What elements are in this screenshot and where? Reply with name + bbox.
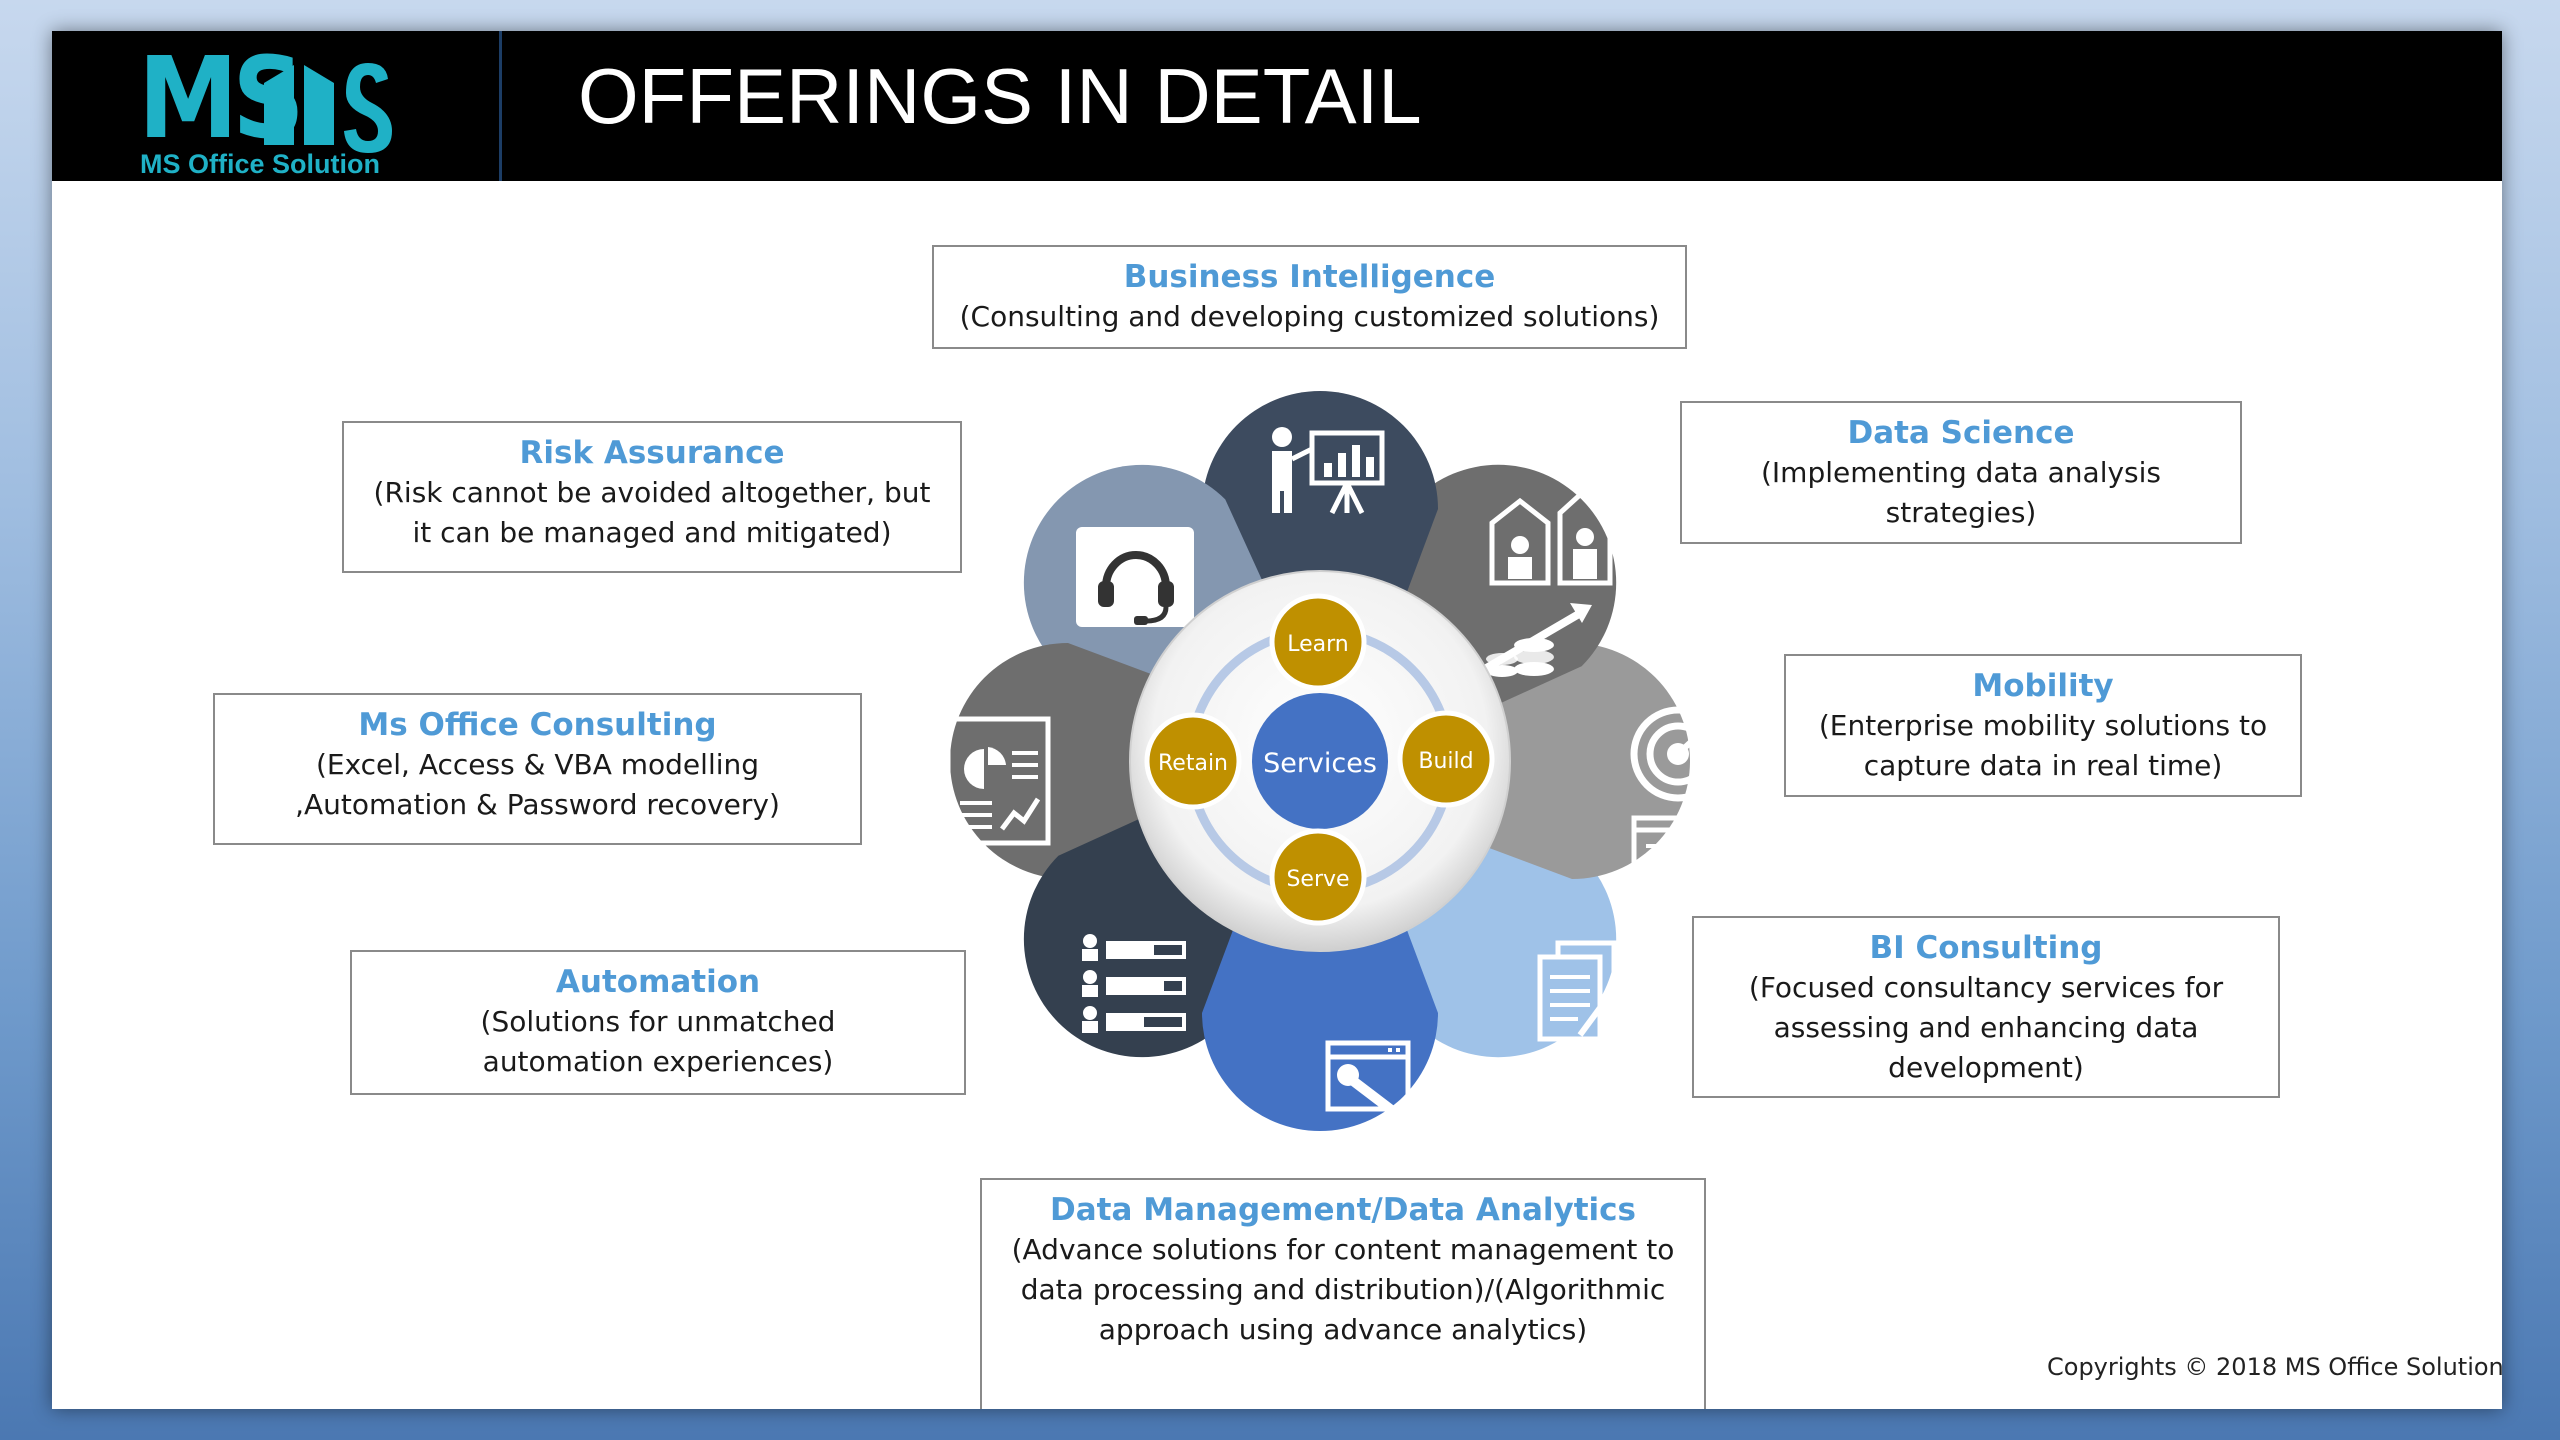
target-icon: [1630, 706, 1737, 883]
growth-houses-icon: [1475, 489, 1613, 677]
offering-title: Risk Assurance: [519, 435, 785, 471]
offering-automation: Automation (Solutions for unmatched auto…: [350, 950, 966, 1095]
offerings-diagram: Services Learn Build Serve Retain: [945, 391, 1737, 1131]
services-label: Services: [1263, 748, 1377, 779]
offering-description: (Advance solutions for content managemen…: [1011, 1233, 1675, 1346]
offering-bi-consulting: BI Consulting (Focused consultancy servi…: [1692, 916, 2280, 1098]
offering-description: (Enterprise mobility solutions to captur…: [1818, 709, 2268, 782]
user-list-icon: [1082, 934, 1186, 1033]
logo: MS MS Office Solution: [138, 39, 394, 179]
offering-data-management: Data Management/Data Analytics (Advance …: [980, 1178, 1706, 1409]
offering-mobility: Mobility (Enterprise mobility solutions …: [1784, 654, 2302, 797]
offering-title: Data Management/Data Analytics: [1050, 1192, 1636, 1228]
offering-data-science: Data Science (Implementing data analysis…: [1680, 401, 2242, 544]
offering-ms-office-consulting: Ms Office Consulting (Excel, Access & VB…: [213, 693, 862, 845]
offering-risk-assurance: Risk Assurance (Risk cannot be avoided a…: [342, 421, 962, 573]
node-learn: Learn: [1269, 593, 1367, 691]
offering-description: (Excel, Access & VBA modelling ,Automati…: [295, 748, 780, 821]
logo-cube-icon: [264, 63, 392, 153]
logo-subtitle: MS Office Solution: [140, 149, 380, 179]
node-serve-label: Serve: [1286, 867, 1349, 892]
node-build: Build: [1397, 710, 1495, 808]
offering-description: (Risk cannot be avoided altogether, but …: [373, 476, 931, 549]
offering-title: Automation: [555, 964, 761, 1000]
header-divider: [499, 31, 502, 181]
offering-business-intelligence: Business Intelligence (Consulting and de…: [932, 245, 1687, 349]
documents-icon: [1537, 940, 1617, 1042]
page-title: OFFERINGS IN DETAIL: [578, 52, 1422, 140]
offering-description: (Consulting and developing customized so…: [959, 300, 1660, 333]
services-hub: Services Learn Build Serve Retain: [1129, 570, 1511, 952]
services-circle: [1252, 693, 1388, 829]
offering-description: (Implementing data analysis strategies): [1761, 456, 2161, 529]
node-learn-label: Learn: [1287, 632, 1349, 657]
slide: MS MS Office Solution OFFERINGS IN DETAI…: [52, 31, 2504, 1409]
node-retain: Retain: [1144, 712, 1242, 810]
petal-icons-group: [945, 427, 1737, 1129]
offering-title: Ms Office Consulting: [358, 707, 717, 743]
copyright-text: Copyrights © 2018 MS Office Solution: [2047, 1353, 2504, 1381]
header-bar: MS MS Office Solution OFFERINGS IN DETAI…: [52, 31, 2502, 181]
offering-title: Business Intelligence: [1123, 259, 1496, 295]
offering-title: Data Science: [1847, 415, 2075, 451]
offering-description: (Solutions for unmatched automation expe…: [480, 1005, 836, 1078]
headset-icon: [1076, 527, 1194, 627]
node-retain-label: Retain: [1158, 751, 1228, 776]
offering-title: BI Consulting: [1869, 930, 2103, 966]
report-icon: [945, 716, 1051, 846]
offering-title: Mobility: [1972, 668, 2114, 704]
offering-description: (Focused consultancy services for assess…: [1748, 971, 2224, 1084]
tools-window-icon: [1325, 1040, 1412, 1129]
node-build-label: Build: [1418, 749, 1473, 774]
presentation-icon: [1272, 427, 1385, 515]
node-serve: Serve: [1269, 828, 1367, 926]
